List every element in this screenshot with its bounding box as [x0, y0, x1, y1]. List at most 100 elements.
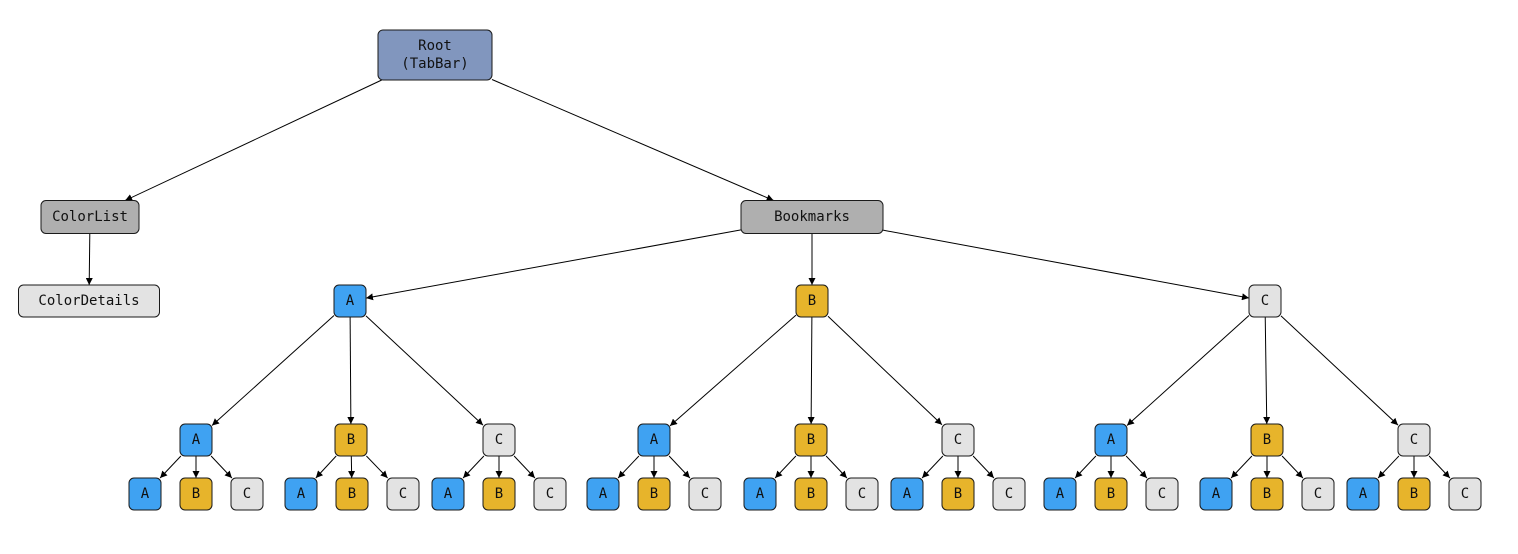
edge-n_BA-to-n_BAC	[668, 455, 691, 479]
node-box-n_CAB	[1094, 477, 1128, 511]
edge-n_AB-to-n_ABC	[366, 455, 388, 479]
node-n_ABB: B	[335, 477, 369, 511]
node-label-n_BCB: B	[954, 486, 962, 502]
node-box-n_BCA	[890, 477, 924, 511]
node-label-n_BB: B	[807, 432, 815, 448]
node-box-n_AA	[179, 423, 213, 457]
node-n_AAA: A	[128, 477, 162, 511]
node-n_BC: C	[941, 423, 975, 457]
edge-n_A-to-n_AA	[211, 315, 335, 426]
node-box-n_BAB	[637, 477, 671, 511]
node-label-n_AAA: A	[141, 486, 150, 502]
node-n_BBC: C	[845, 477, 879, 511]
edge-n_BB-to-n_BBA	[774, 455, 797, 479]
node-n_ABA: A	[284, 477, 318, 511]
edge-n_BA-to-n_BAA	[617, 455, 640, 479]
node-box-n_BCC	[992, 477, 1026, 511]
node-box-n_BC	[941, 423, 975, 457]
node-label-n_AC: C	[495, 432, 503, 448]
node-label-n_AA: A	[192, 432, 201, 448]
node-n_AAB: B	[179, 477, 213, 511]
node-label-n_ABB: B	[348, 486, 356, 502]
node-label-n_AAB: B	[192, 486, 200, 502]
node-label-n_CB: B	[1263, 432, 1271, 448]
node-label-n_ACC: C	[546, 486, 554, 502]
node-box-n_CA	[1094, 423, 1128, 457]
node-box-n_BCB	[941, 477, 975, 511]
edges-layer	[85, 79, 1451, 479]
node-label-n_AAC: C	[243, 486, 251, 502]
node-box-n_AAA	[128, 477, 162, 511]
node-label-n_ACB: B	[495, 486, 503, 502]
edge-n_CA-to-n_CAC	[1125, 455, 1148, 479]
node-label-n_CAB: B	[1107, 486, 1115, 502]
node-n_CBB: B	[1250, 477, 1284, 511]
node-n_B: B	[795, 284, 829, 318]
node-box-n_CBC	[1301, 477, 1335, 511]
node-box-n_ABA	[284, 477, 318, 511]
edge-n_CA-to-n_CAA	[1074, 455, 1097, 479]
node-n_CCA: A	[1346, 477, 1380, 511]
node-n_BCC: C	[992, 477, 1026, 511]
node-label-n_BBA: A	[756, 486, 765, 502]
node-n_AA: A	[179, 423, 213, 457]
node-label-n_CAC: C	[1158, 486, 1166, 502]
node-box-n_ACA	[431, 477, 465, 511]
node-label-colordetails: ColorDetails	[38, 293, 139, 309]
node-box-n_AAC	[230, 477, 264, 511]
node-n_CC: C	[1397, 423, 1431, 457]
node-label-n_BAA: A	[599, 486, 608, 502]
node-label-colorlist: ColorList	[52, 209, 128, 225]
node-n_BCA: A	[890, 477, 924, 511]
node-box-n_AAB	[179, 477, 213, 511]
node-label-n_BBC: C	[858, 486, 866, 502]
edge-n_A-to-n_AB	[347, 316, 355, 425]
edge-n_BC-to-n_BCA	[921, 455, 944, 479]
edge-n_C-to-n_CC	[1280, 315, 1399, 426]
edge-n_AC-to-n_ACC	[513, 455, 536, 479]
edge-bookmarks-to-n_A	[365, 229, 742, 301]
nodes-layer: Root(TabBar)ColorListColorDetailsBookmar…	[18, 29, 1482, 511]
node-label-n_CBC: C	[1314, 486, 1322, 502]
edge-n_AA-to-n_AAC	[210, 455, 233, 479]
edge-n_AB-to-n_ABA	[315, 455, 337, 479]
node-box-n_AB	[334, 423, 368, 457]
edge-n_B-to-n_BA	[669, 314, 797, 427]
node-n_AC: C	[482, 423, 516, 457]
edge-n_C-to-n_CA	[1126, 315, 1250, 426]
node-box-n_CB	[1250, 423, 1284, 457]
node-box-n_BAC	[688, 477, 722, 511]
node-box-n_BA	[637, 423, 671, 457]
node-box-n_AC	[482, 423, 516, 457]
node-label-n_CBB: B	[1263, 486, 1271, 502]
edge-n_A-to-n_AC	[365, 315, 484, 426]
node-n_CCB: B	[1397, 477, 1431, 511]
node-label-n_BBB: B	[807, 486, 815, 502]
node-label-n_CCB: B	[1410, 486, 1418, 502]
node-box-n_CCC	[1448, 477, 1482, 511]
node-label-root: Root	[418, 38, 452, 54]
node-box-n_ACC	[533, 477, 567, 511]
node-box-n_CBA	[1199, 477, 1233, 511]
node-box-n_BBA	[743, 477, 777, 511]
node-label-n_CC: C	[1410, 432, 1418, 448]
node-label-root: (TabBar)	[401, 56, 468, 72]
node-label-n_AB: B	[347, 432, 355, 448]
node-n_BB: B	[794, 423, 828, 457]
node-n_CAC: C	[1145, 477, 1179, 511]
node-box-n_BAA	[586, 477, 620, 511]
node-n_ACC: C	[533, 477, 567, 511]
node-box-n_CCA	[1346, 477, 1380, 511]
edge-n_BC-to-n_BCC	[972, 455, 995, 479]
node-label-n_CCC: C	[1461, 486, 1469, 502]
edge-n_CB-to-n_CBC	[1281, 455, 1304, 479]
node-n_CAB: B	[1094, 477, 1128, 511]
node-label-n_CCA: A	[1359, 486, 1368, 502]
node-n_BBA: A	[743, 477, 777, 511]
node-label-n_BAC: C	[701, 486, 709, 502]
node-label-n_CBA: A	[1212, 486, 1221, 502]
node-n_BAB: B	[637, 477, 671, 511]
node-n_BBB: B	[794, 477, 828, 511]
node-box-n_CAA	[1043, 477, 1077, 511]
